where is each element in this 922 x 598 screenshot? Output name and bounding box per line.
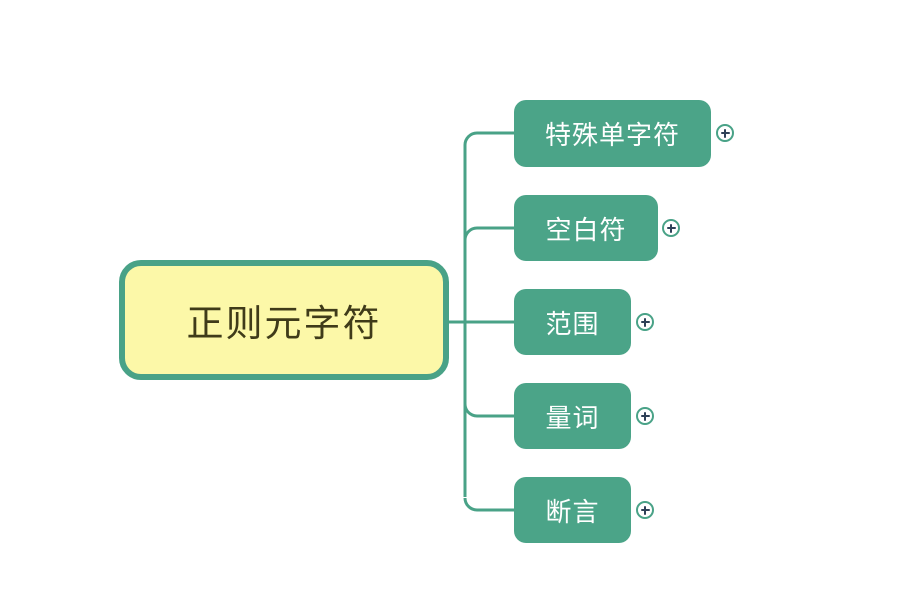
connector-branch-0 [463, 131, 514, 146]
plus-vertical-stroke [643, 505, 647, 515]
child-node-label: 特殊单字符 [544, 120, 680, 150]
child-node-range[interactable]: 范围 [514, 289, 631, 355]
plus-circle-icon[interactable] [662, 219, 680, 237]
plus-circle-icon[interactable] [716, 124, 734, 142]
child-node-special-single-char[interactable]: 特殊单字符 [514, 100, 711, 167]
child-node-label: 断言 [545, 496, 600, 527]
connector-branch-4 [463, 497, 514, 512]
plus-vertical-stroke [643, 317, 647, 327]
plus-vertical-stroke [669, 223, 673, 233]
root-node-label: 正则元字符 [186, 303, 382, 344]
child-node-whitespace[interactable]: 空白符 [514, 195, 658, 261]
child-node-label: 量词 [545, 402, 600, 433]
root-node[interactable]: 正则元字符 [119, 260, 449, 380]
connector-branch-3 [463, 403, 514, 418]
plus-vertical-stroke [643, 411, 647, 421]
plus-circle-icon[interactable] [636, 407, 654, 425]
plus-circle-icon[interactable] [636, 313, 654, 331]
child-node-label: 空白符 [545, 214, 627, 245]
child-node-label: 范围 [545, 308, 600, 339]
child-node-quantifier[interactable]: 量词 [514, 383, 631, 449]
child-node-assertion[interactable]: 断言 [514, 477, 631, 543]
plus-circle-icon[interactable] [636, 501, 654, 519]
connector-branch-1 [463, 226, 514, 241]
plus-vertical-stroke [723, 128, 727, 138]
